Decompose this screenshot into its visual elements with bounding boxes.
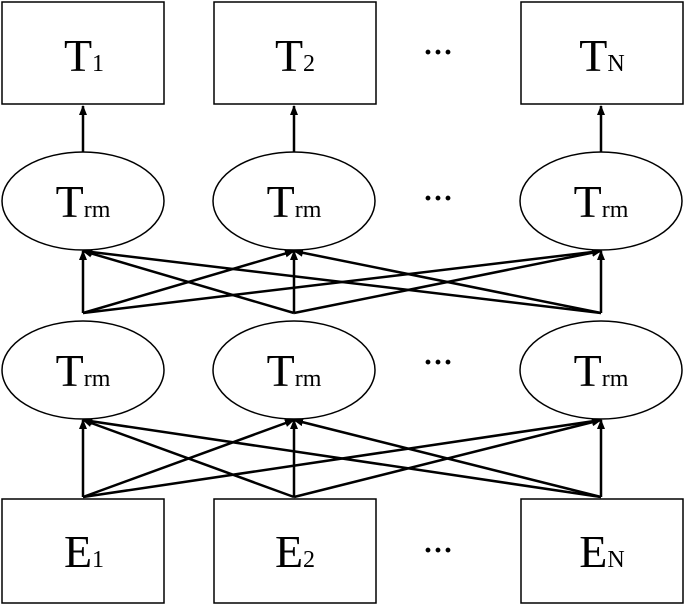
output-box-n: TN [520,1,684,105]
upper-trm-label-n: Trm [574,176,629,227]
output-label-n: TN [579,30,624,81]
input-box-1: E1 [1,498,165,604]
lower-trm-node-2: Trm [212,320,376,420]
output-label-1: T1 [64,30,104,81]
input-row: E1 E2 ··· EN [1,498,684,604]
output-ellipsis: ··· [423,36,453,69]
upper-trm-node-n: Trm [519,151,683,251]
input-label-2: E2 [275,526,315,577]
output-label-2: T2 [275,30,315,81]
input-box-2: E2 [213,498,377,604]
lower-trm-label-2: Trm [267,345,322,396]
output-box-2: T2 [213,1,377,105]
upper-trm-label-2: Trm [267,176,322,227]
input-label-n: EN [579,526,624,577]
output-box-1: T1 [1,1,165,105]
output-row: T1 T2 ··· TN [1,1,684,105]
upper-trm-node-2: Trm [212,151,376,251]
input-box-n: EN [520,498,684,604]
lower-trm-label-1: Trm [56,345,111,396]
input-ellipsis: ··· [423,534,453,567]
arrow-input3-to-lower1 [82,417,602,499]
arrow-input3-to-lower2 [293,418,602,499]
upper-trm-label-1: Trm [56,176,111,227]
connections [79,105,605,499]
arrow-lower3-to-upper1 [82,248,602,315]
upper-transformer-layer: Trm Trm ··· Trm [1,151,683,251]
arrow-input2-to-lower1 [82,418,295,499]
lower-trm-node-n: Trm [519,320,683,420]
lower-trm-node-1: Trm [1,320,165,420]
upper-trm-node-1: Trm [1,151,165,251]
lower-transformer-layer: Trm Trm ··· Trm [1,320,683,420]
arrow-lower3-to-upper2 [293,248,602,315]
lower-trm-label-n: Trm [574,345,629,396]
arrow-lower2-to-upper1 [82,249,295,315]
input-label-1: E1 [64,526,104,577]
lower-layer-ellipsis: ··· [423,346,453,379]
upper-layer-ellipsis: ··· [423,182,453,215]
